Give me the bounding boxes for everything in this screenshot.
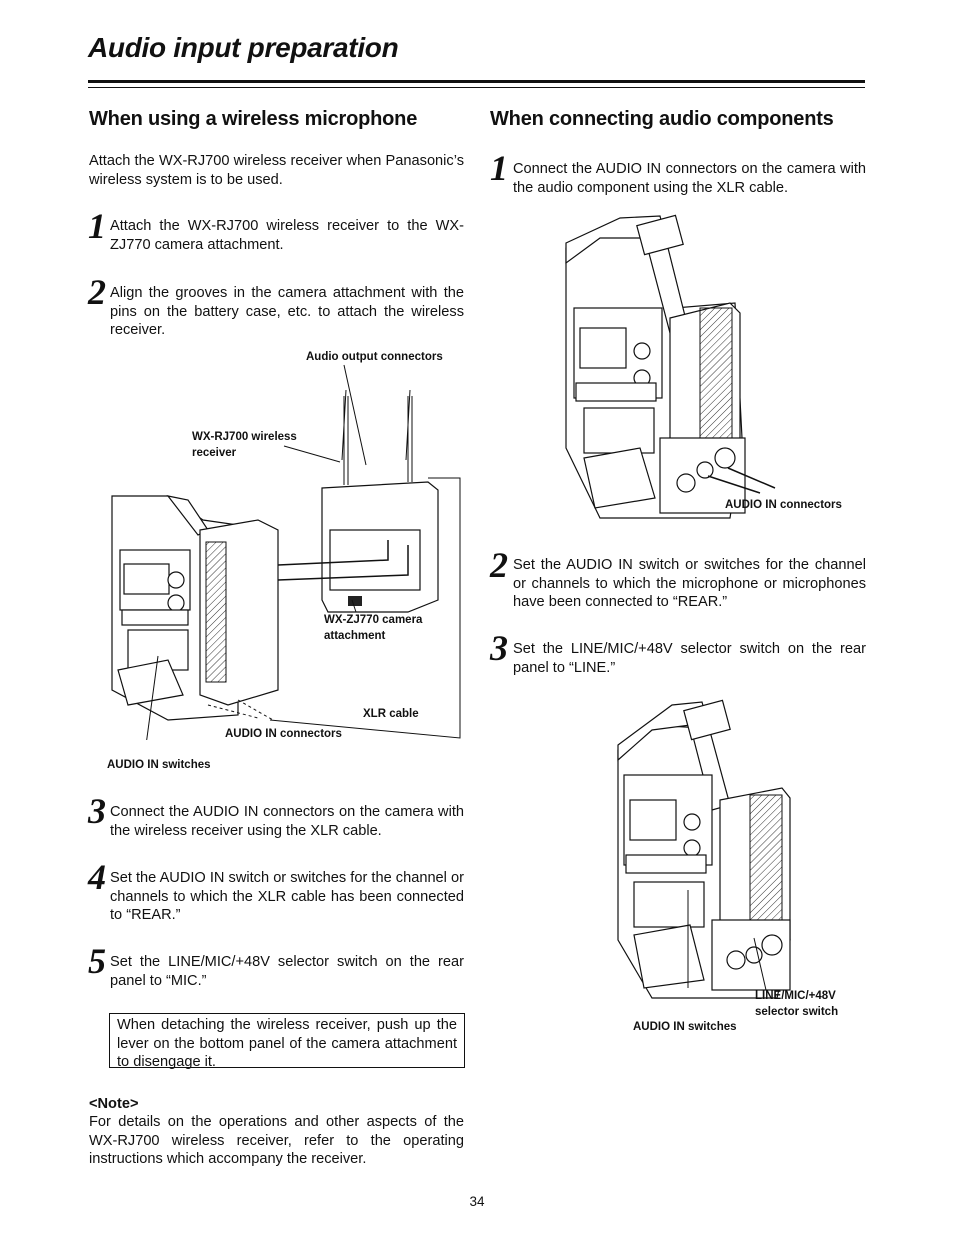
wireless-receiver-figure <box>111 364 461 740</box>
label-attachment-line1: WX-ZJ770 camera <box>324 614 423 626</box>
left-step-3-text: Connect the AUDIO IN connectors on the c… <box>110 804 464 839</box>
audio-component-figure-1 <box>565 214 776 519</box>
left-step-5-text: Set the LINE/MIC/+48V selector switch on… <box>110 954 464 989</box>
label-receiver-line1: WX-RJ700 wireless <box>192 431 297 443</box>
left-step-5-number: 5 <box>88 941 106 981</box>
right-step-1-number: 1 <box>490 148 508 188</box>
left-step-2-number: 2 <box>88 272 106 312</box>
label-audio-in-switches-right: AUDIO IN switches <box>633 1021 737 1033</box>
right-step-2-text: Set the AUDIO IN switch or switches for … <box>513 557 866 610</box>
note-heading: <Note> <box>89 1096 139 1112</box>
left-step-2-text: Align the grooves in the camera attachme… <box>110 285 464 338</box>
label-selector-line2: selector switch <box>755 1006 839 1018</box>
page-title: Audio input preparation <box>88 32 399 63</box>
right-step-3-text: Set the LINE/MIC/+48V selector switch on… <box>513 641 866 676</box>
page-number: 34 <box>469 1194 485 1209</box>
label-xlr-cable: XLR cable <box>363 708 419 720</box>
detach-note-box: When detaching the wireless receiver, pu… <box>109 1013 465 1070</box>
label-audio-in-switches-left: AUDIO IN switches <box>107 759 211 771</box>
label-selector-line1: LINE/MIC/+48V <box>755 990 836 1002</box>
note-text: For details on the operations and other … <box>89 1114 464 1167</box>
left-step-3-number: 3 <box>88 791 106 831</box>
label-audio-in-connectors-left: AUDIO IN connectors <box>225 728 342 740</box>
title-rule-thick <box>88 80 865 83</box>
right-step-3-number: 3 <box>490 628 508 668</box>
right-step-2-number: 2 <box>490 545 508 585</box>
label-audio-output-connectors: Audio output connectors <box>306 351 443 363</box>
left-heading: When using a wireless microphone <box>89 108 418 130</box>
left-step-1-text: Attach the WX-RJ700 wireless receiver to… <box>110 218 464 253</box>
left-intro: Attach the WX-RJ700 wireless receiver wh… <box>89 153 464 188</box>
label-receiver-line2: receiver <box>192 447 237 459</box>
label-audio-in-connectors-right: AUDIO IN connectors <box>725 499 842 511</box>
left-step-1-number: 1 <box>88 206 106 246</box>
left-step-4-number: 4 <box>88 857 106 897</box>
left-step-4-text: Set the AUDIO IN switch or switches for … <box>110 870 464 923</box>
right-step-1-text: Connect the AUDIO IN connectors on the c… <box>513 161 866 196</box>
audio-component-figure-2 <box>617 699 791 999</box>
label-attachment-line2: attachment <box>324 630 386 642</box>
title-rule-thin <box>88 87 865 88</box>
right-heading: When connecting audio components <box>490 108 834 130</box>
